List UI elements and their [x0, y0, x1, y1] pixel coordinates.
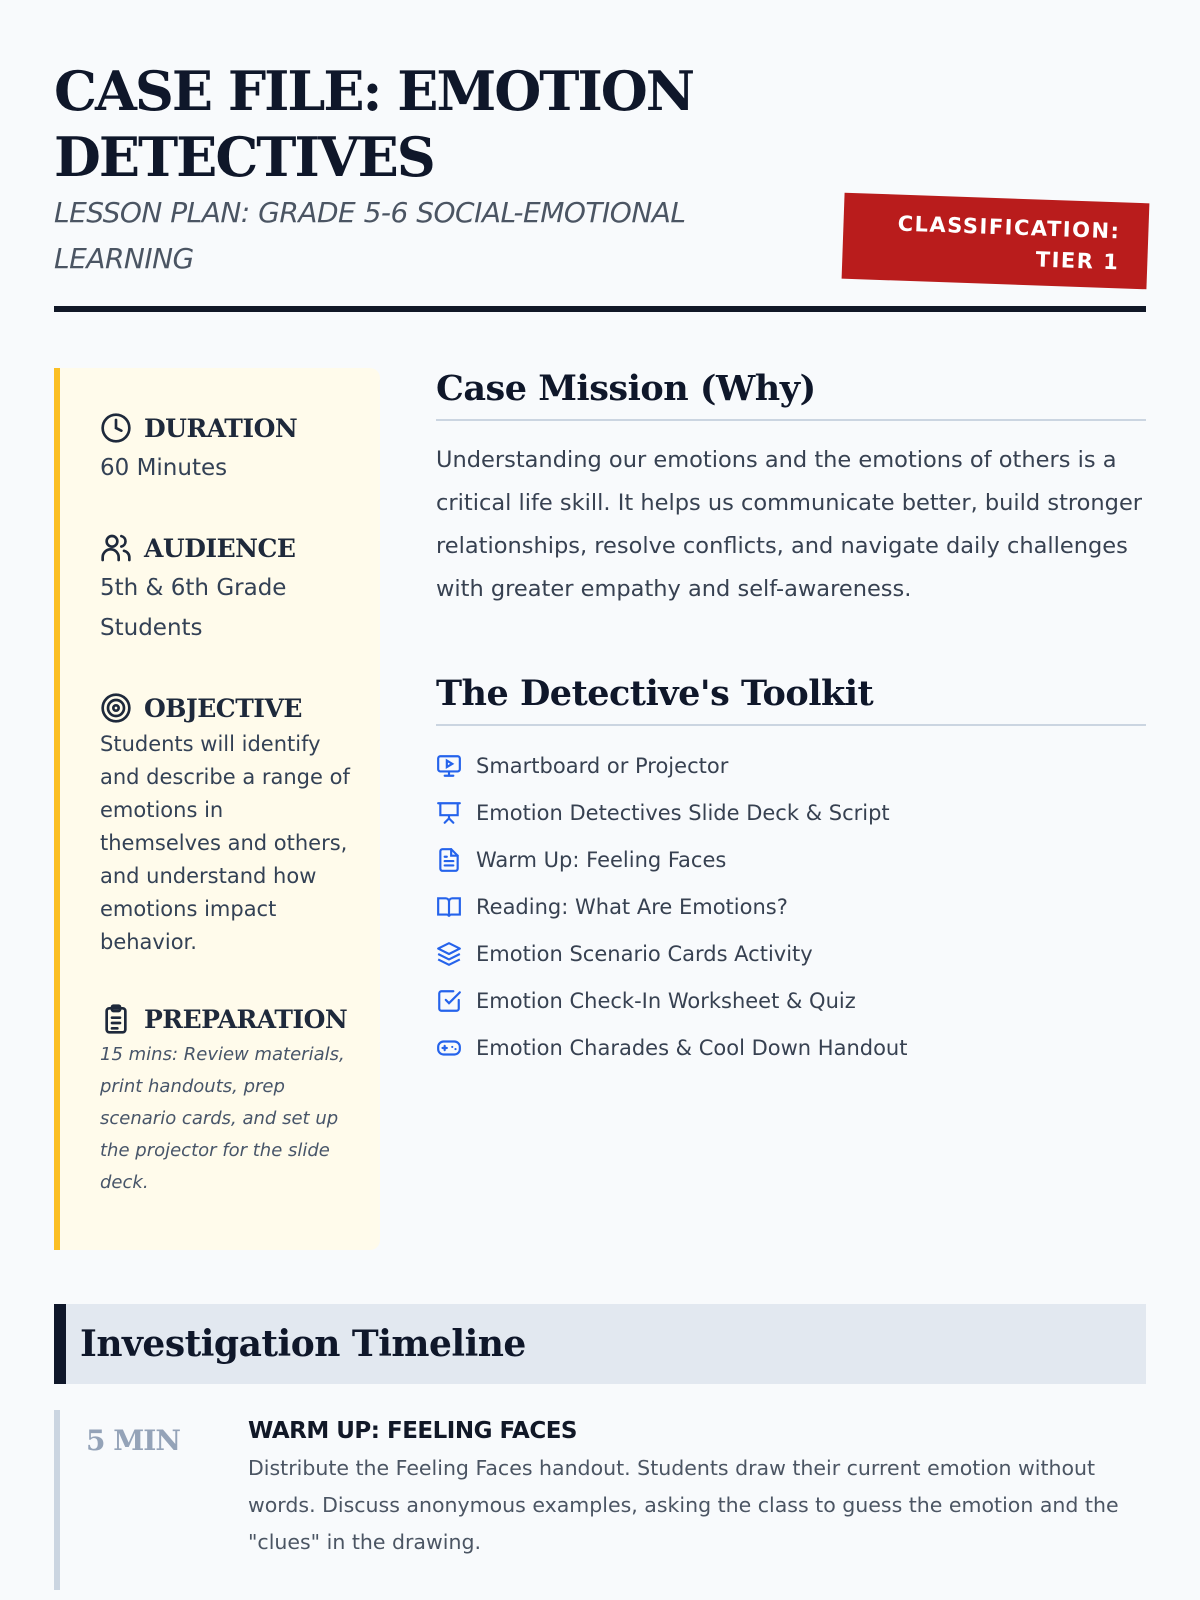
list-item: Smartboard or Projector — [436, 742, 1146, 789]
gamepad-icon — [437, 1039, 461, 1056]
duration-value: 60 Minutes — [100, 455, 228, 481]
tool-label: Smartboard or Projector — [476, 753, 729, 778]
timeline-title: WARM UP: FEELING FACES — [248, 1418, 578, 1444]
mission-heading: Case Mission (Why) — [436, 368, 1146, 421]
audience-section: AUDIENCE 5th & 6th Grade Students — [100, 528, 380, 648]
clock-icon — [101, 413, 131, 443]
mission-text: Understanding our emotions and the emoti… — [436, 447, 1143, 602]
page-subtitle: LESSON PLAN: GRADE 5-6 SOCIAL-EMOTIONAL … — [54, 196, 686, 275]
list-item: Emotion Detectives Slide Deck & Script — [436, 789, 1146, 836]
page-title: CASE FILE: EMOTION DETECTIVES — [54, 59, 695, 189]
duration-label: DURATION — [144, 413, 298, 443]
target-icon — [101, 693, 131, 723]
tool-label: Warm Up: Feeling Faces — [476, 847, 727, 872]
main-content: Case Mission (Why) Understanding our emo… — [436, 368, 1146, 1071]
classification-badge: CLASSIFICATION: TIER 1 — [841, 192, 1150, 290]
header-divider — [54, 306, 1146, 312]
objective-section: OBJECTIVE Students will identify and des… — [100, 688, 380, 959]
lesson-info-sidebar: DURATION 60 Minutes AUDIENCE 5th & 6th G… — [54, 368, 380, 1250]
layers-icon — [437, 941, 461, 966]
toolkit-heading: The Detective's Toolkit — [436, 673, 1146, 726]
list-item: Emotion Scenario Cards Activity — [436, 930, 1146, 977]
presentation-icon — [437, 801, 461, 824]
monitor-play-icon — [437, 754, 461, 777]
preparation-value: 15 mins: Review materials, print handout… — [100, 1044, 345, 1193]
list-item: Emotion Charades & Cool Down Handout — [436, 1024, 1146, 1071]
objective-label: OBJECTIVE — [144, 693, 302, 723]
objective-value: Students will identify and describe a ra… — [100, 732, 350, 954]
tool-label: Emotion Check-In Worksheet & Quiz — [476, 988, 856, 1013]
tool-label: Emotion Detectives Slide Deck & Script — [476, 800, 890, 825]
tool-label: Reading: What Are Emotions? — [476, 894, 788, 919]
check-square-icon — [438, 989, 461, 1012]
list-item: Warm Up: Feeling Faces — [436, 836, 1146, 883]
preparation-label: PREPARATION — [144, 1004, 348, 1034]
timeline-item: 5 MIN WARM UP: FEELING FACES Distribute … — [54, 1410, 1146, 1590]
list-item: Reading: What Are Emotions? — [436, 883, 1146, 930]
audience-value: 5th & 6th Grade Students — [100, 575, 287, 641]
duration-section: DURATION 60 Minutes — [100, 408, 380, 488]
file-text-icon — [439, 847, 459, 872]
audience-label: AUDIENCE — [144, 533, 296, 563]
preparation-section: PREPARATION 15 mins: Review materials, p… — [100, 999, 380, 1199]
book-open-icon — [437, 896, 461, 917]
tool-label: Emotion Charades & Cool Down Handout — [476, 1035, 908, 1060]
toolkit-list: Smartboard or Projector Emotion Detectiv… — [436, 742, 1146, 1071]
timeline-time: 5 MIN — [86, 1424, 181, 1457]
clipboard-icon — [105, 1004, 127, 1034]
list-item: Emotion Check-In Worksheet & Quiz — [436, 977, 1146, 1024]
timeline-heading: Investigation Timeline — [54, 1304, 1146, 1384]
users-icon — [101, 534, 131, 562]
tool-label: Emotion Scenario Cards Activity — [476, 941, 813, 966]
timeline-desc: Distribute the Feeling Faces handout. St… — [248, 1456, 1119, 1554]
